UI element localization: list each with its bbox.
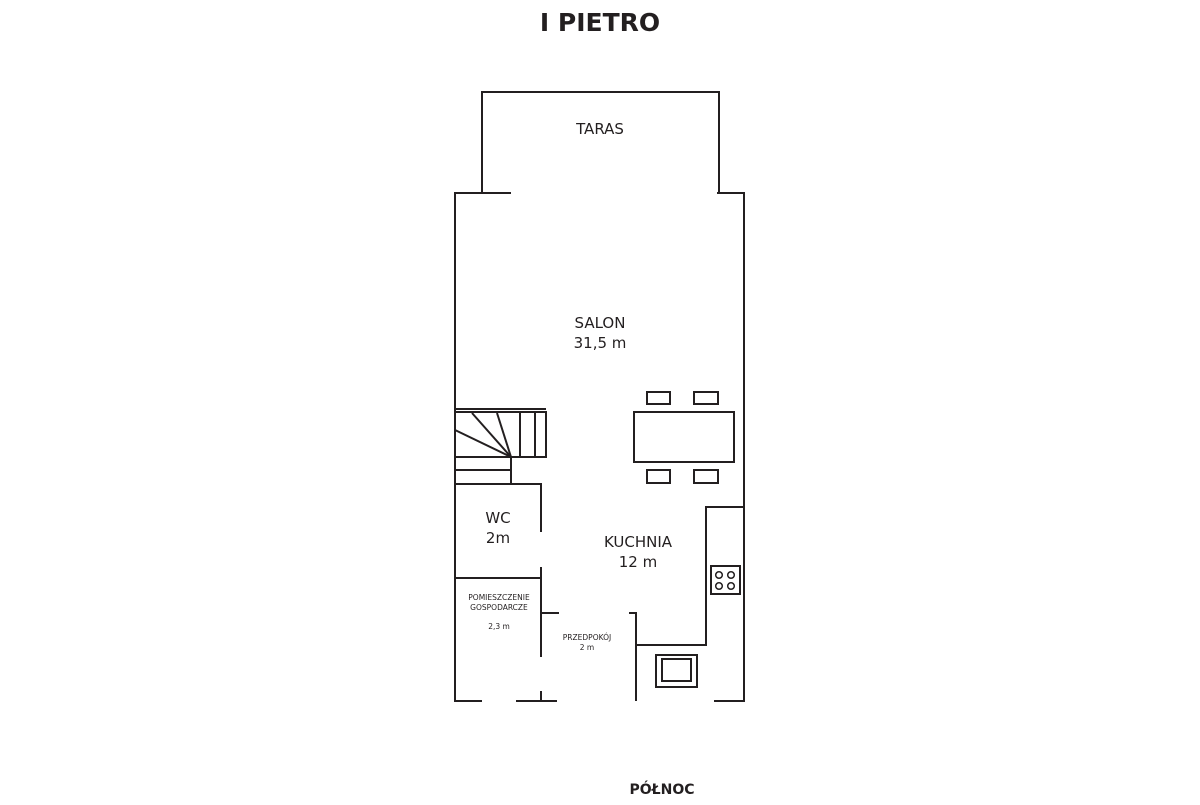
room-name: PRZEDPOKÓJ <box>562 633 612 642</box>
chair <box>646 469 671 484</box>
room-taras: TARAS <box>540 120 660 140</box>
chair <box>646 391 671 405</box>
room-name: TARAS <box>576 120 624 138</box>
room-name: WC <box>485 509 511 527</box>
interior-walls <box>455 483 744 701</box>
room-name: SALON <box>574 314 626 332</box>
room-przedpokoj: PRZEDPOKÓJ 2 m <box>547 633 627 653</box>
room-area: 2m <box>485 528 511 547</box>
stove-icon <box>710 565 741 595</box>
room-gospodarcze: POMIESZCZENIE GOSPODARCZE 2,3 m <box>456 593 542 631</box>
outer-walls <box>454 192 745 702</box>
room-area: 31,5 m <box>573 333 627 352</box>
dining-table <box>633 391 735 484</box>
terrace-walls <box>481 91 720 193</box>
room-area: 2 m <box>579 642 595 652</box>
chair <box>693 391 719 405</box>
room-salon: SALON 31,5 m <box>540 314 660 353</box>
room-kuchnia: KUCHNIA 12 m <box>578 533 698 572</box>
chair <box>693 469 719 484</box>
room-wc: WC 2m <box>458 509 538 548</box>
north-label: PÓŁNOC <box>629 782 695 798</box>
room-name: KUCHNIA <box>603 533 673 551</box>
room-area: 12 m <box>618 552 658 571</box>
staircase <box>454 408 547 484</box>
sink-icon <box>655 654 698 688</box>
room-name: POMIESZCZENIE <box>468 593 530 602</box>
floor-title: I PIETRO <box>539 8 661 37</box>
room-name: GOSPODARCZE <box>470 602 528 612</box>
room-area: 2,3 m <box>488 621 510 631</box>
